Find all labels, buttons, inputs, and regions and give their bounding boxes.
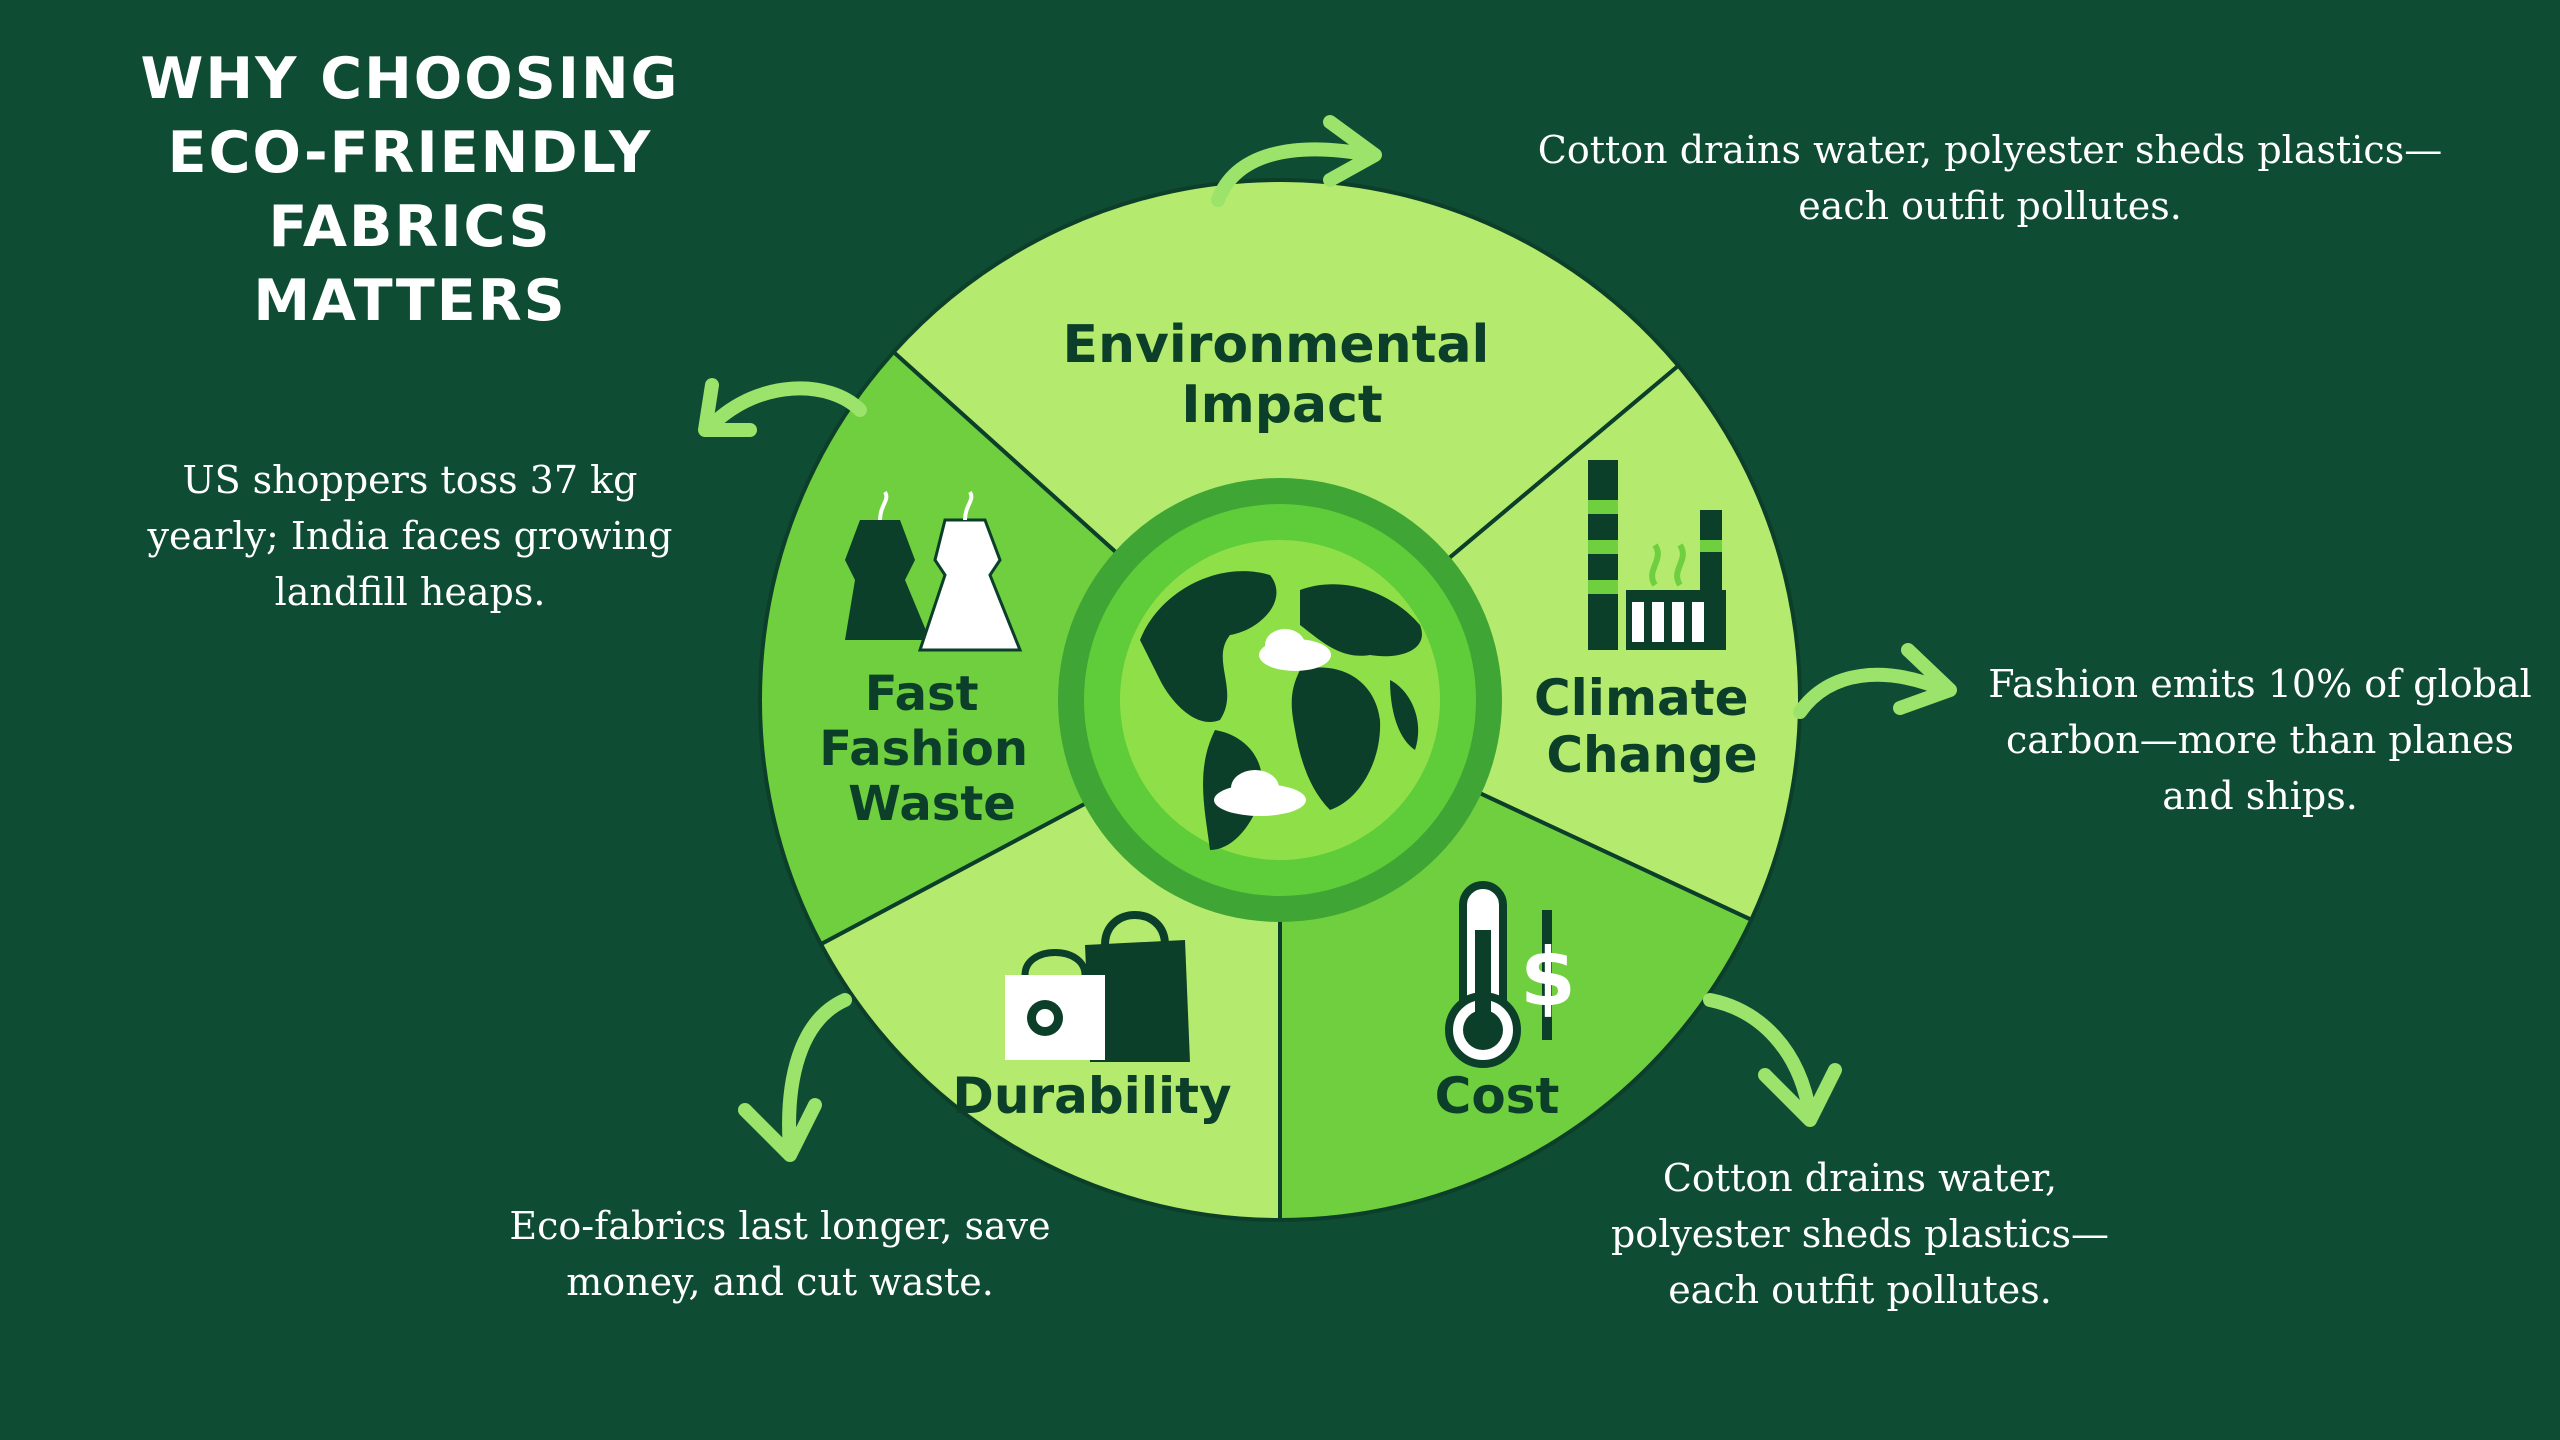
note-climate: Fashion emits 10% of global carbon—more … [1980,656,2540,824]
note-line: and ships. [2162,774,2358,818]
note-line: each outfit pollutes. [1798,184,2182,228]
shopping-bag-icon [1005,911,1190,1062]
note-line: each outfit pollutes. [1668,1268,2052,1312]
note-line: Cotton drains water, polyester sheds pla… [1537,128,2443,172]
note-line: yearly; India faces growing [147,514,673,558]
note-line: Eco-fabrics last longer, save [509,1204,1051,1248]
note-line: polyester sheds plastics— [1610,1212,2110,1256]
title-line: WHY CHOOSING [140,46,680,112]
segment-label-environmental: Environmental Impact [1062,315,1507,435]
segment-label-cost: Cost [1435,1067,1560,1125]
arrow-bottom-left [738,993,852,1162]
dress-icon [845,490,1023,652]
note-line: US shoppers toss 37 kg [182,458,638,502]
title-line: FABRICS [268,194,552,260]
segment-label-fast-fashion: Fast Fashion Waste [819,666,1044,832]
note-line: money, and cut waste. [566,1260,994,1304]
page-title: WHY CHOOSING ECO-FRIENDLY FABRICS MATTER… [40,42,780,338]
svg-text:$: $ [1520,931,1576,1024]
note-line: Cotton drains water, [1662,1156,2058,1200]
segment-label-climate: Climate Change [1534,669,1766,784]
factory-icon [1588,460,1726,650]
arrow-left [698,378,867,437]
arrow-top [1211,115,1382,207]
title-line: ECO-FRIENDLY [167,120,653,186]
arrow-bottom-right [1703,993,1842,1127]
note-line: carbon—more than planes [2006,718,2514,762]
note-fast-fashion: US shoppers toss 37 kg yearly; India fac… [110,452,710,620]
note-durability: Eco-fabrics last longer, save money, and… [470,1198,1090,1310]
arrow-right [1793,643,1957,719]
note-line: Fashion emits 10% of global [1988,662,2532,706]
note-line: landfill heaps. [274,570,546,614]
segment-label-durability: Durability [952,1067,1231,1125]
note-cost: Cotton drains water, polyester sheds pla… [1570,1150,2150,1318]
globe-icon [1120,540,1440,860]
title-line: MATTERS [253,268,567,334]
note-environmental: Cotton drains water, polyester sheds pla… [1480,122,2500,234]
thermometer-dollar-icon: $ [1445,881,1576,1068]
